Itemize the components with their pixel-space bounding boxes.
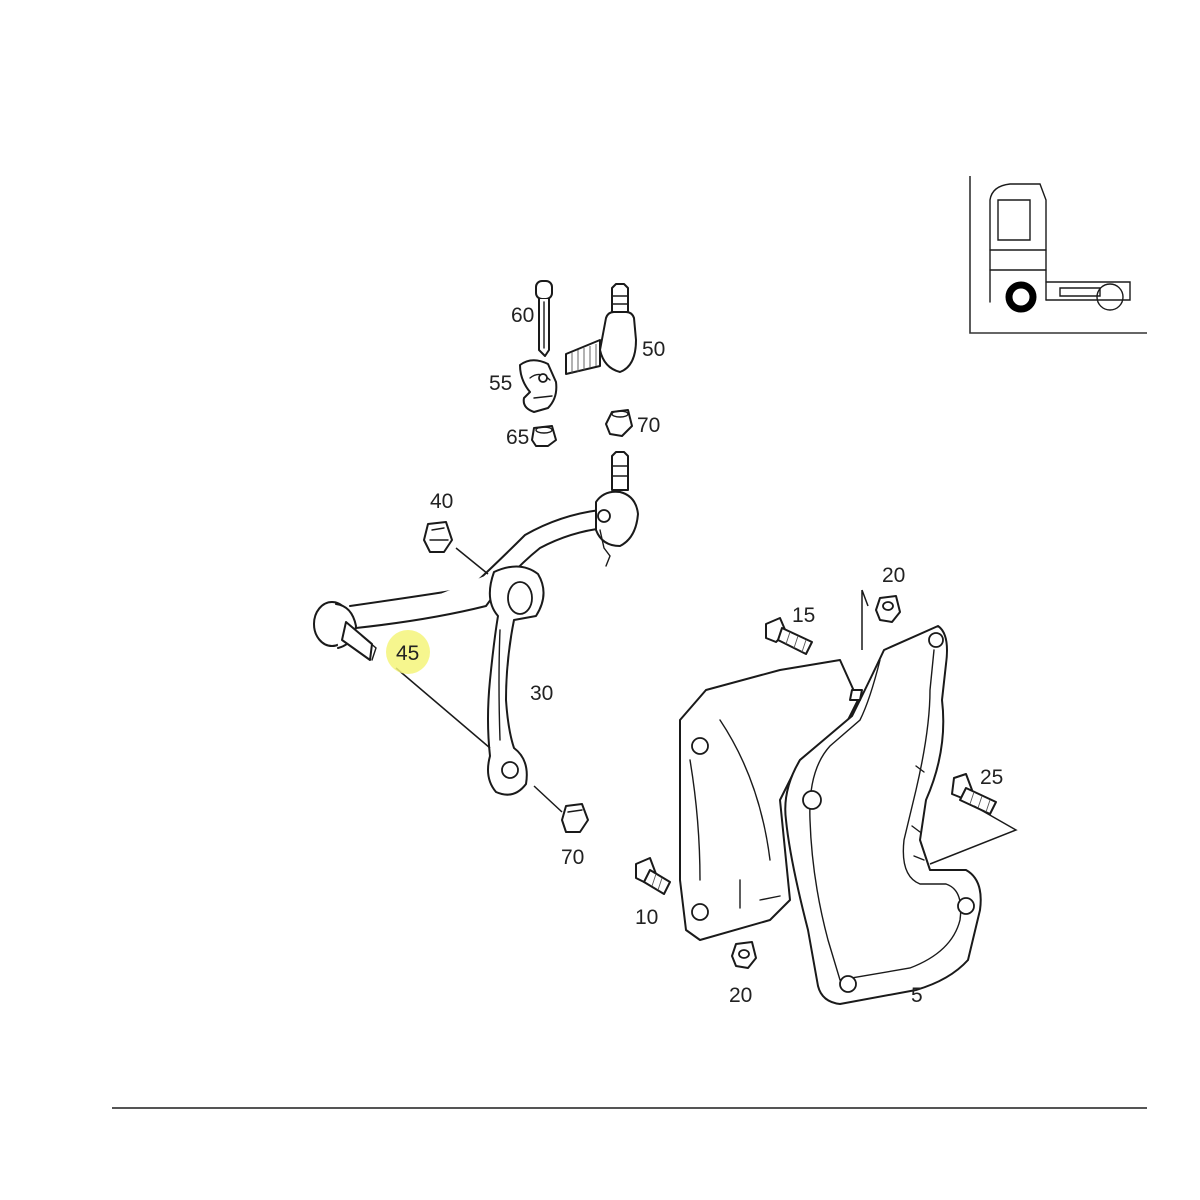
part-25-bolt: [951, 773, 997, 815]
leader-lines: [395, 547, 1018, 865]
part-15-bolt: [765, 617, 813, 655]
vehicle-locator: [969, 176, 1147, 334]
part-10-bolt: [635, 857, 671, 895]
callout-60[interactable]: 60: [511, 304, 534, 327]
wheel-marker: [1005, 281, 1037, 313]
callout-20-bottom[interactable]: 20: [729, 984, 752, 1007]
callout-15[interactable]: 15: [792, 604, 815, 627]
part-70-nut-bottom: [561, 803, 589, 833]
part-60-pin: [535, 280, 553, 357]
highlight-marker: [386, 630, 430, 674]
part-65-nut: [531, 425, 557, 447]
callout-70-top[interactable]: 70: [637, 414, 660, 437]
callout-45[interactable]: 45: [396, 642, 419, 665]
part-55-clamp: [519, 359, 558, 413]
callout-40[interactable]: 40: [430, 490, 453, 513]
callout-25[interactable]: 25: [980, 766, 1003, 789]
part-70-nut-top: [605, 409, 633, 437]
callout-30[interactable]: 30: [530, 682, 553, 705]
part-45-drag-link: [313, 451, 639, 661]
part-50-tie-rod-end: [565, 283, 637, 375]
callout-labels: 60 50 55 65 70 40 45 30 70 20 15 25 10 2…: [396, 304, 1003, 1007]
part-5-bracket: [679, 625, 982, 1005]
part-20-nut-bottom: [731, 941, 757, 969]
callout-70-bottom[interactable]: 70: [561, 846, 584, 869]
callout-20-top[interactable]: 20: [882, 564, 905, 587]
callout-65[interactable]: 65: [506, 426, 529, 449]
callout-5[interactable]: 5: [911, 984, 923, 1007]
truck-locator-icon: [989, 183, 1131, 313]
callout-50[interactable]: 50: [642, 338, 665, 361]
part-30-steering-arm: [487, 565, 545, 796]
callout-55[interactable]: 55: [489, 372, 512, 395]
part-20-nut-top: [875, 595, 901, 623]
part-40-nut: [423, 521, 453, 553]
callout-10[interactable]: 10: [635, 906, 658, 929]
